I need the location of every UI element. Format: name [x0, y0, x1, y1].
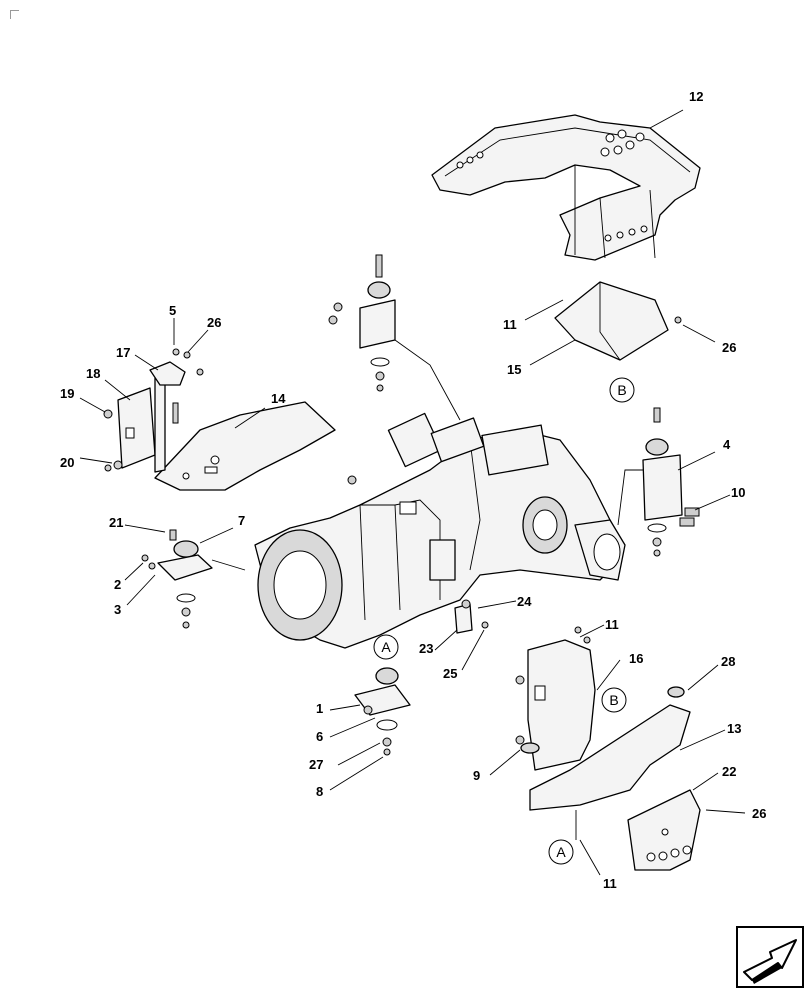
reference-marker-b-lower: B	[601, 687, 627, 713]
callout-labels: 12 5 26 17 18 19 20 14 11 26 15 4 10 21 …	[60, 89, 766, 891]
left-lower-mount-assembly	[141, 529, 246, 629]
transmission-housing	[254, 412, 626, 649]
callout-8: 8	[316, 784, 323, 799]
floor-plate-part	[431, 114, 701, 261]
reference-marker-a-center: A	[373, 634, 399, 660]
callout-7: 7	[238, 513, 245, 528]
callout-2: 2	[114, 577, 121, 592]
small-bracket-assembly	[454, 599, 489, 634]
left-cover-assembly	[103, 348, 204, 473]
callout-9: 9	[473, 768, 480, 783]
callout-3: 3	[114, 602, 121, 617]
lower-plate-part	[554, 281, 682, 361]
callout-21: 21	[109, 515, 123, 530]
callout-13: 13	[727, 721, 741, 736]
callout-22: 22	[722, 764, 736, 779]
callout-1: 1	[316, 701, 323, 716]
callout-11: 11	[603, 876, 617, 891]
callout-23: 23	[419, 641, 433, 656]
right-mount-assembly	[617, 407, 700, 557]
svg-text:B: B	[617, 382, 626, 398]
svg-text:A: A	[556, 844, 566, 860]
callout-17: 17	[116, 345, 130, 360]
right-side-cover-assembly	[515, 626, 691, 811]
callout-26: 26	[207, 315, 221, 330]
back-arrow-icon	[743, 939, 797, 984]
svg-text:B: B	[609, 692, 618, 708]
callout-14: 14	[271, 391, 286, 406]
callout-26: 26	[722, 340, 736, 355]
back-navigation-button[interactable]	[736, 926, 804, 988]
bottom-center-mount-assembly	[354, 667, 411, 756]
callout-16: 16	[629, 651, 643, 666]
callout-18: 18	[86, 366, 100, 381]
step-plate-part	[627, 789, 701, 871]
callout-25: 25	[443, 666, 457, 681]
callout-5: 5	[169, 303, 176, 318]
reference-marker-a-lower: A	[548, 839, 574, 865]
callout-10: 10	[731, 485, 745, 500]
callout-6: 6	[316, 729, 323, 744]
callout-4: 4	[723, 437, 731, 452]
side-plate-part	[154, 401, 336, 491]
callout-leader-lines	[79, 109, 746, 876]
callout-11: 11	[503, 317, 517, 332]
callout-12: 12	[689, 89, 703, 104]
callout-20: 20	[60, 455, 74, 470]
upper-mount-assembly	[328, 254, 461, 421]
reference-marker-b-upper: B	[609, 377, 635, 403]
svg-text:A: A	[381, 639, 391, 655]
callout-19: 19	[60, 386, 74, 401]
callout-11: 11	[605, 617, 619, 632]
callout-15: 15	[507, 362, 521, 377]
callout-28: 28	[721, 654, 735, 669]
callout-24: 24	[517, 594, 532, 609]
callout-27: 27	[309, 757, 323, 772]
callout-26: 26	[752, 806, 766, 821]
corner-crop-mark	[10, 10, 19, 19]
